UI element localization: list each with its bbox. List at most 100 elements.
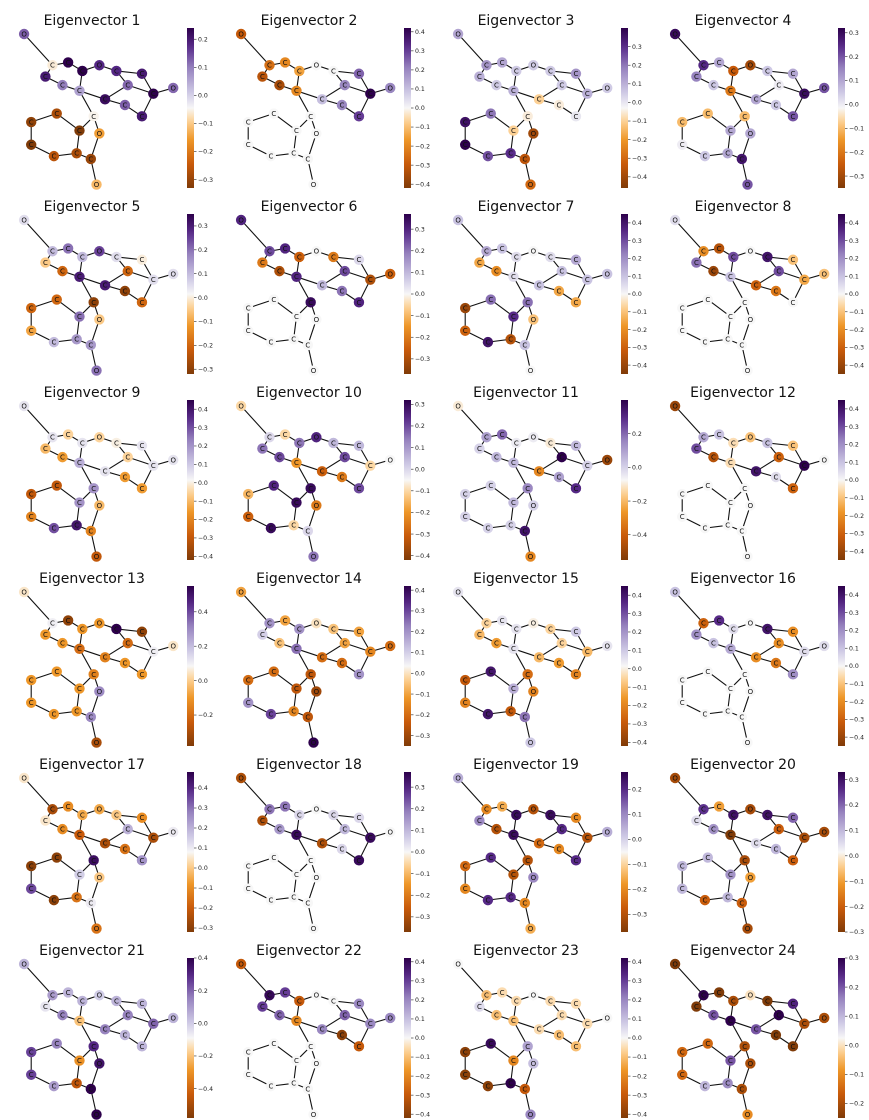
atom-node — [168, 268, 179, 280]
atom-node — [799, 1018, 810, 1029]
atom-node — [274, 265, 285, 277]
colorbar-tick-label: −0.4 — [415, 181, 430, 188]
atom-label: O — [97, 1060, 103, 1068]
atom-label: O — [748, 620, 754, 628]
atom-node — [481, 246, 492, 257]
atom-node — [40, 629, 51, 640]
atom-label: O — [748, 874, 754, 882]
atom-node — [57, 79, 68, 91]
colorbar — [621, 958, 628, 1118]
atom-label: C — [291, 1080, 296, 1088]
atom-node — [265, 150, 277, 162]
atom-label: C — [537, 654, 542, 662]
atom-node — [570, 68, 582, 79]
atom-node — [62, 57, 74, 68]
colorbar-tick-label: 0.3 — [849, 777, 859, 784]
atom-label: C — [791, 1000, 796, 1008]
atom-label: C — [522, 899, 527, 907]
atom-node — [40, 1001, 51, 1012]
atom-node — [698, 618, 709, 629]
colorbar-tick-label: 0.1 — [198, 845, 208, 852]
atom-node — [770, 657, 782, 669]
atom-label: C — [268, 1083, 273, 1091]
atom-node — [40, 443, 51, 454]
atom-node — [136, 812, 148, 823]
atom-label: C — [791, 671, 796, 679]
atom-label: C — [140, 671, 145, 679]
atom-label: O — [604, 828, 610, 836]
atom-label: C — [291, 336, 296, 344]
panel-title: Eigenvector 16 — [690, 571, 796, 587]
colorbar — [404, 28, 411, 188]
atom-label: O — [314, 688, 320, 696]
colorbar-tick-label: 0.1 — [632, 273, 642, 280]
atom-label: O — [21, 774, 27, 782]
panel-title: Eigenvector 3 — [478, 13, 575, 29]
colorbar-tick-label: −0.4 — [849, 362, 864, 369]
atom-node — [57, 823, 68, 835]
atom-label: C — [680, 862, 685, 870]
atom-label: C — [43, 445, 48, 453]
atom-label: C — [525, 857, 530, 865]
atom-label: O — [748, 502, 754, 510]
atom-label: C — [77, 645, 82, 653]
colorbar-tick-label: −0.2 — [198, 1053, 213, 1060]
colorbar-tick-label: 0.3 — [415, 402, 425, 409]
atom-label: C — [294, 871, 299, 879]
atom-node — [243, 325, 254, 336]
atom-node — [702, 1038, 713, 1049]
atom-label: C — [339, 845, 344, 853]
atom-node — [353, 111, 365, 122]
atom-label: C — [731, 439, 736, 447]
colorbar-tick-label: 0.1 — [849, 78, 859, 85]
atom-label: C — [463, 141, 468, 149]
colorbar-tick-label: 0.2 — [849, 54, 859, 61]
atom-label: O — [455, 960, 461, 968]
colorbar-tick-label: −0.1 — [849, 125, 864, 132]
colorbar-tick-label: 0.0 — [198, 480, 208, 487]
atom-node — [71, 706, 82, 717]
atom-node — [533, 466, 545, 477]
colorbar — [621, 586, 628, 746]
panel-title: Eigenvector 1 — [44, 13, 141, 29]
colorbar-tick-label: 0.0 — [415, 849, 425, 856]
atom-label: C — [776, 268, 781, 276]
atom-node — [725, 497, 736, 508]
atom-label: C — [88, 341, 93, 349]
colorbar-tick-label: −0.2 — [632, 1073, 647, 1080]
atom-label: C — [305, 155, 310, 163]
atom-node — [699, 1080, 711, 1092]
colorbar — [838, 958, 845, 1118]
atom-label: C — [525, 671, 530, 679]
atom-label: O — [531, 434, 537, 442]
atom-label: O — [745, 367, 751, 375]
atom-label: C — [537, 96, 542, 104]
atom-node — [294, 65, 305, 77]
colorbar-tick-label: 0.4 — [415, 587, 425, 594]
atom-label: C — [485, 1083, 490, 1091]
atom-label: C — [88, 527, 93, 535]
bond-line — [457, 405, 487, 438]
atom-label: C — [802, 276, 807, 284]
atom-node — [505, 148, 516, 159]
colorbar-tick-label: 0.4 — [415, 29, 425, 36]
colorbar-tick-label: 0.0 — [198, 865, 208, 872]
atom-node — [491, 265, 502, 277]
panel-title: Eigenvector 11 — [473, 385, 579, 401]
atom-label: C — [103, 1026, 108, 1034]
atom-node — [496, 615, 508, 626]
atom-label: C — [574, 1000, 579, 1008]
atom-node — [553, 99, 565, 111]
atom-node — [787, 626, 799, 637]
atom-label: O — [170, 1014, 176, 1022]
atom-node — [698, 990, 709, 1001]
atom-node — [725, 683, 736, 694]
atom-node — [365, 1018, 376, 1029]
colorbar-tick-label: 0.3 — [415, 784, 425, 791]
bond-line — [23, 777, 53, 810]
atom-node — [74, 829, 85, 840]
atom-node — [26, 860, 37, 872]
atom-label: C — [463, 118, 468, 126]
